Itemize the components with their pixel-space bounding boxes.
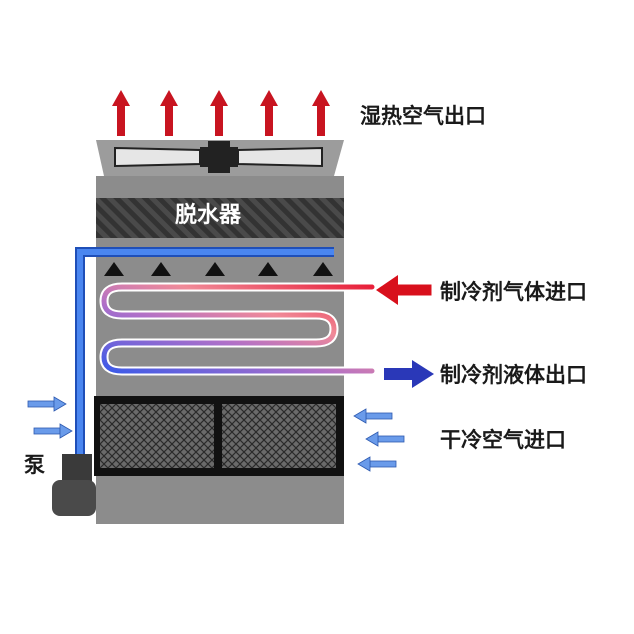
fill-panel-right [222, 404, 336, 468]
dry-cold-air-inlet-label: 干冷空气进口 [440, 428, 566, 452]
spray-nozzle-icon [104, 262, 333, 276]
refrigerant-liquid-outlet-label: 制冷剂液体出口 [440, 363, 587, 387]
left-arrow-icon [365, 431, 405, 447]
air-inlet-arrows [27, 396, 405, 472]
hot-air-outlet-label: 湿热空气出口 [360, 104, 486, 128]
left-arrow-icon [376, 275, 433, 305]
up-arrow-icon [260, 90, 278, 136]
left-arrow-icon [353, 408, 393, 424]
right-arrow-icon [33, 423, 73, 439]
dewater-section [96, 198, 344, 238]
fill-panel-left [100, 404, 214, 468]
pump-label: 泵 [24, 453, 45, 477]
hot-air-arrows [112, 90, 330, 136]
right-arrow-icon [27, 396, 67, 412]
up-arrow-icon [210, 90, 228, 136]
up-arrow-icon [160, 90, 178, 136]
pump-icon [52, 454, 96, 516]
refrigerant-gas-inlet-label: 制冷剂气体进口 [440, 280, 587, 304]
up-arrow-icon [112, 90, 130, 136]
dewater-label: 脱水器 [175, 203, 242, 228]
fan-icon [114, 141, 323, 173]
refrigerant-coil [99, 282, 377, 376]
up-arrow-icon [312, 90, 330, 136]
right-arrow-icon [384, 360, 434, 388]
left-arrow-icon [357, 456, 397, 472]
water-pipe [75, 247, 334, 474]
